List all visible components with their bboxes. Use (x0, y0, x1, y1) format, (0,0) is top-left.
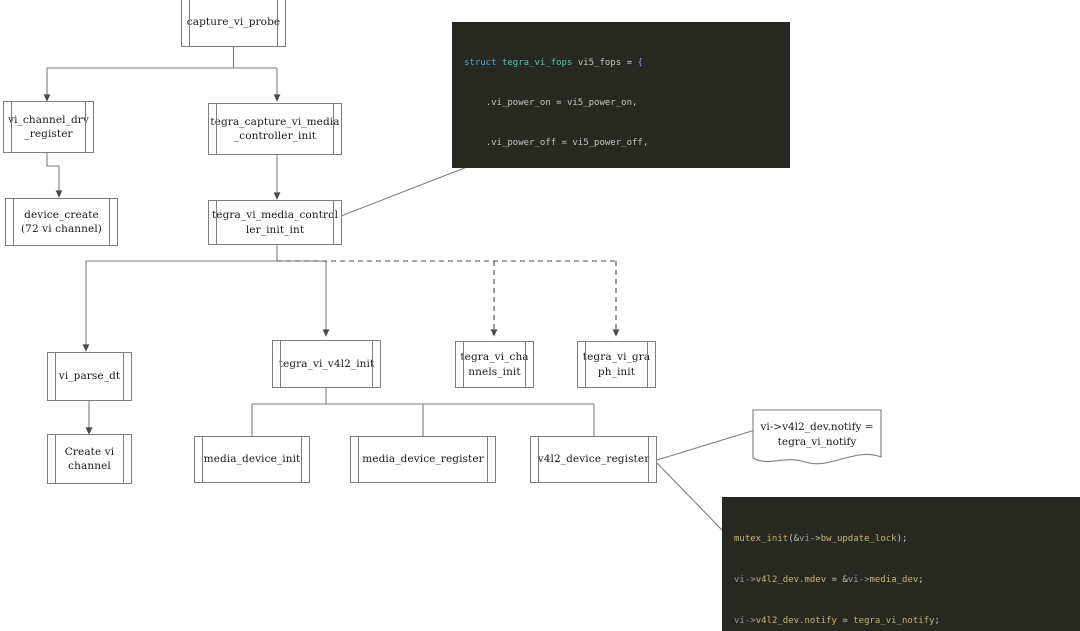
node-label: capture_vi_probe (186, 15, 281, 28)
node-label: tegra_vi_cha nnels_init (460, 351, 529, 378)
code-line: vi->v4l2_dev.notify = tegra_vi_notify; (734, 615, 940, 626)
node-label: v4l2_device_register (537, 453, 650, 466)
node-tegra-capture-vi-media-controller-init[interactable]: tegra_capture_vi_media _controller_init (208, 103, 342, 155)
node-tegra-vi-graph-init[interactable]: tegra_vi_gra ph_init (577, 341, 656, 388)
note-shape (752, 409, 882, 465)
node-create-vi-channel[interactable]: Create vi channel (47, 434, 132, 484)
code-line: vi->v4l2_dev.mdev = &vi->media_dev; (734, 574, 924, 585)
node-label: tegra_vi_media_control ler_init_int (211, 209, 339, 236)
node-tegra-vi-v4l2-init[interactable]: tegra_vi_v4l2_init (272, 340, 381, 388)
code-line: .vi_power_off = vi5_power_off, (485, 137, 649, 148)
node-label: device_create (72 vi channel) (20, 208, 103, 235)
notify-note: vi->v4l2_dev.notify = tegra_vi_notify (753, 410, 881, 465)
node-tegra-vi-channels-init[interactable]: tegra_vi_cha nnels_init (455, 341, 534, 388)
node-media-device-init[interactable]: media_device_init (194, 436, 310, 483)
code-line: mutex_init(&vi->bw_update_lock); (734, 534, 908, 545)
node-label: media_device_register (362, 453, 484, 466)
node-label: tegra_vi_gra ph_init (582, 351, 651, 378)
code-block-v4l2-init: mutex_init(&vi->bw_update_lock); vi->v4l… (722, 497, 1080, 631)
code-line: struct tegra_vi_fops vi5_fops = { (464, 58, 643, 69)
node-label: vi_channel_drv _register (8, 113, 89, 140)
node-label: tegra_vi_v4l2_init (278, 357, 375, 370)
node-tegra-vi-media-controller-init-int[interactable]: tegra_vi_media_control ler_init_int (208, 200, 342, 245)
node-v4l2-device-register[interactable]: v4l2_device_register (530, 436, 657, 483)
note-text: vi->v4l2_dev.notify = tegra_vi_notify (760, 421, 874, 448)
node-vi-parse-dt[interactable]: vi_parse_dt (47, 352, 132, 401)
node-vi-channel-drv-register[interactable]: vi_channel_drv _register (3, 101, 94, 153)
node-capture-vi-probe[interactable]: capture_vi_probe (181, 0, 286, 47)
node-media-device-register[interactable]: media_device_register (350, 436, 496, 483)
code-line: .vi_power_on = vi5_power_on, (485, 98, 638, 108)
node-device-create[interactable]: device_create (72 vi channel) (5, 198, 118, 246)
code-block-vi5-fops: struct tegra_vi_fops vi5_fops = { .vi_po… (452, 22, 790, 168)
node-label: vi_parse_dt (58, 370, 121, 383)
node-label: Create vi channel (64, 445, 115, 472)
node-label: media_device_init (203, 453, 301, 466)
node-label: tegra_capture_vi_media _controller_init (210, 115, 340, 142)
